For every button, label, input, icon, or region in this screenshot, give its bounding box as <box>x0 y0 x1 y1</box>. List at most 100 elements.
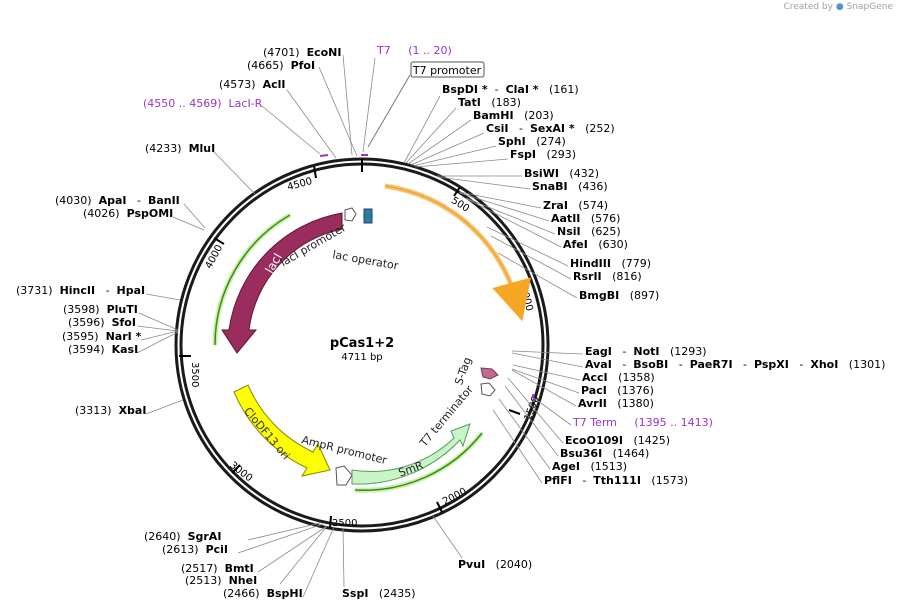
restriction-site-label[interactable]: SnaBI (436) <box>532 180 608 193</box>
restriction-site-label[interactable]: PflFI - Tth111I (1573) <box>544 474 688 487</box>
site-label-part: PspXI <box>754 358 789 371</box>
site-label-part: (3731) <box>16 284 53 297</box>
site-label-part: PfoI <box>291 59 316 72</box>
restriction-site-label[interactable]: FspI (293) <box>510 148 576 161</box>
site-label-part: PspOMI <box>127 207 174 220</box>
restriction-site-label[interactable]: T7 (1 .. 20) <box>376 44 452 57</box>
restriction-site-label[interactable]: (3313) XbaI <box>75 404 146 417</box>
restriction-site-label[interactable]: (3731) HincII - HpaI <box>16 284 145 297</box>
site-label-part <box>300 46 307 59</box>
site-leader-line <box>213 151 256 195</box>
site-label-part: (293) <box>536 148 576 161</box>
site-leader-line <box>511 369 577 407</box>
restriction-site-label[interactable]: (4665) PfoI <box>247 59 315 72</box>
restriction-site-label[interactable]: SphI (274) <box>498 135 566 148</box>
restriction-site-label[interactable]: T7 Term (1395 .. 1413) <box>572 416 713 429</box>
site-label-part: RsrII <box>573 270 602 283</box>
restriction-site-label[interactable]: (4701) EcoNI <box>263 46 341 59</box>
site-leader-line <box>459 192 550 222</box>
site-label-part: AvaI <box>585 358 612 371</box>
site-label-part: HincII <box>60 284 96 297</box>
site-label-part: SphI <box>498 135 526 148</box>
restriction-site-label[interactable]: PacI (1376) <box>581 384 654 397</box>
restriction-site-label[interactable]: TatI (183) <box>458 96 521 109</box>
site-label-part: EcoO109I <box>565 434 623 447</box>
restriction-site-label[interactable]: HindIII (779) <box>570 257 651 270</box>
site-label-part <box>199 543 206 556</box>
restriction-site-label[interactable]: (4030) ApaI - BanII <box>55 194 180 207</box>
site-label-part: (1395 .. 1413) <box>617 416 713 429</box>
site-label-part: - <box>668 358 689 371</box>
site-label-part: XbaI <box>119 404 147 417</box>
site-labels: (4701) EcoNI(4665) PfoI (4573) AclI (4550 … <box>16 44 885 600</box>
plasmid-length: 4711 bp <box>341 352 382 363</box>
site-label-part: NotI <box>633 345 659 358</box>
restriction-site-label[interactable]: (2517) BmtI <box>181 562 254 575</box>
site-label-part: PvuI <box>458 558 485 571</box>
tick-label-3500: 3500 <box>189 362 200 387</box>
site-label-part: (2040) <box>485 558 532 571</box>
site-label-part: NsiI <box>557 225 581 238</box>
restriction-site-label[interactable]: AccI (1358) <box>582 371 655 384</box>
site-leader-line <box>497 252 578 299</box>
restriction-site-label[interactable]: (3594) KasI <box>68 343 138 356</box>
restriction-site-label[interactable]: AatII (576) <box>551 212 620 225</box>
restriction-site-label[interactable]: BmgBI (897) <box>579 289 659 302</box>
site-leader-line <box>403 95 441 164</box>
laci-arrow <box>221 212 343 354</box>
restriction-site-label[interactable]: EcoO109I (1425) <box>565 434 670 447</box>
site-label-part: - <box>488 83 506 96</box>
restriction-site-label[interactable]: CsiI - SexAI * (252) <box>486 122 615 135</box>
restriction-site-label[interactable]: AfeI (630) <box>563 238 628 251</box>
site-label-part: (4233) <box>145 142 182 155</box>
restriction-site-label[interactable]: PvuI (2040) <box>458 558 532 571</box>
site-leader-line <box>261 105 321 155</box>
site-label-part: (4030) <box>55 194 92 207</box>
site-label-part: (1513) <box>580 460 627 473</box>
laci-promoter-arrow <box>344 207 357 222</box>
restriction-site-label[interactable]: NsiI (625) <box>557 225 621 238</box>
restriction-site-label[interactable]: (2640) SgrAI <box>144 530 221 543</box>
restriction-site-label[interactable]: AvrII (1380) <box>578 397 654 410</box>
restriction-site-label[interactable]: EagI - NotI (1293) <box>585 345 707 358</box>
restriction-site-label[interactable]: (3596) SfoI <box>68 316 136 329</box>
site-leader-line <box>145 293 181 301</box>
site-label-part: SfoI <box>112 316 136 329</box>
restriction-site-label[interactable]: (3595) NarI * <box>62 330 142 343</box>
restriction-site-label[interactable]: BspDI * - ClaI * (161) <box>442 83 579 96</box>
site-label-part <box>181 530 188 543</box>
restriction-site-label[interactable]: (4573) AclI <box>219 78 285 91</box>
site-label-part: T7 <box>376 44 391 57</box>
restriction-site-label[interactable]: AgeI (1513) <box>552 460 627 473</box>
t7-promoter-label: T7 promoter <box>412 64 482 77</box>
restriction-site-label[interactable]: (2613) PciI <box>162 543 228 556</box>
restriction-site-label[interactable]: BsiWI (432) <box>524 167 599 180</box>
restriction-site-label[interactable]: (2466) BspHI <box>223 587 303 600</box>
restriction-site-label[interactable]: BamHI (203) <box>473 109 554 122</box>
site-label-part: (4701) <box>263 46 300 59</box>
site-leader-line <box>145 399 184 415</box>
restriction-site-label[interactable]: ZraI (574) <box>543 199 608 212</box>
site-label-part: NarI * <box>106 330 142 343</box>
restriction-site-label[interactable]: (4026) PspOMI <box>83 207 173 220</box>
restriction-site-label[interactable]: (3598) PluTI <box>63 303 138 316</box>
site-label-part: (576) <box>580 212 620 225</box>
credit-prefix: Created by <box>783 2 833 12</box>
site-label-part: BamHI <box>473 109 514 122</box>
site-label-part: T7 Term <box>572 416 617 429</box>
restriction-site-label[interactable]: RsrII (816) <box>573 270 642 283</box>
site-label-part: BspHI <box>267 587 303 600</box>
site-label-part: HpaI <box>117 284 146 297</box>
site-label-part: (2466) <box>223 587 260 600</box>
t7-term-primer-mark <box>532 393 535 403</box>
restriction-site-label[interactable]: SspI (2435) <box>342 587 416 600</box>
restriction-site-label[interactable]: AvaI - BsoBI - PaeR7I - PspXI - XhoI (13… <box>585 358 885 371</box>
restriction-site-label[interactable]: (4233) MluI <box>145 142 215 155</box>
site-leader-line <box>414 158 509 168</box>
restriction-site-label[interactable]: (2513) NheI <box>185 574 257 587</box>
smr-arrow <box>351 423 471 485</box>
restriction-site-label[interactable]: Bsu36I (1464) <box>560 447 649 460</box>
site-label-part: BmtI <box>225 562 254 575</box>
restriction-site-label[interactable]: (4550 .. 4569) LacI-R <box>143 97 263 110</box>
